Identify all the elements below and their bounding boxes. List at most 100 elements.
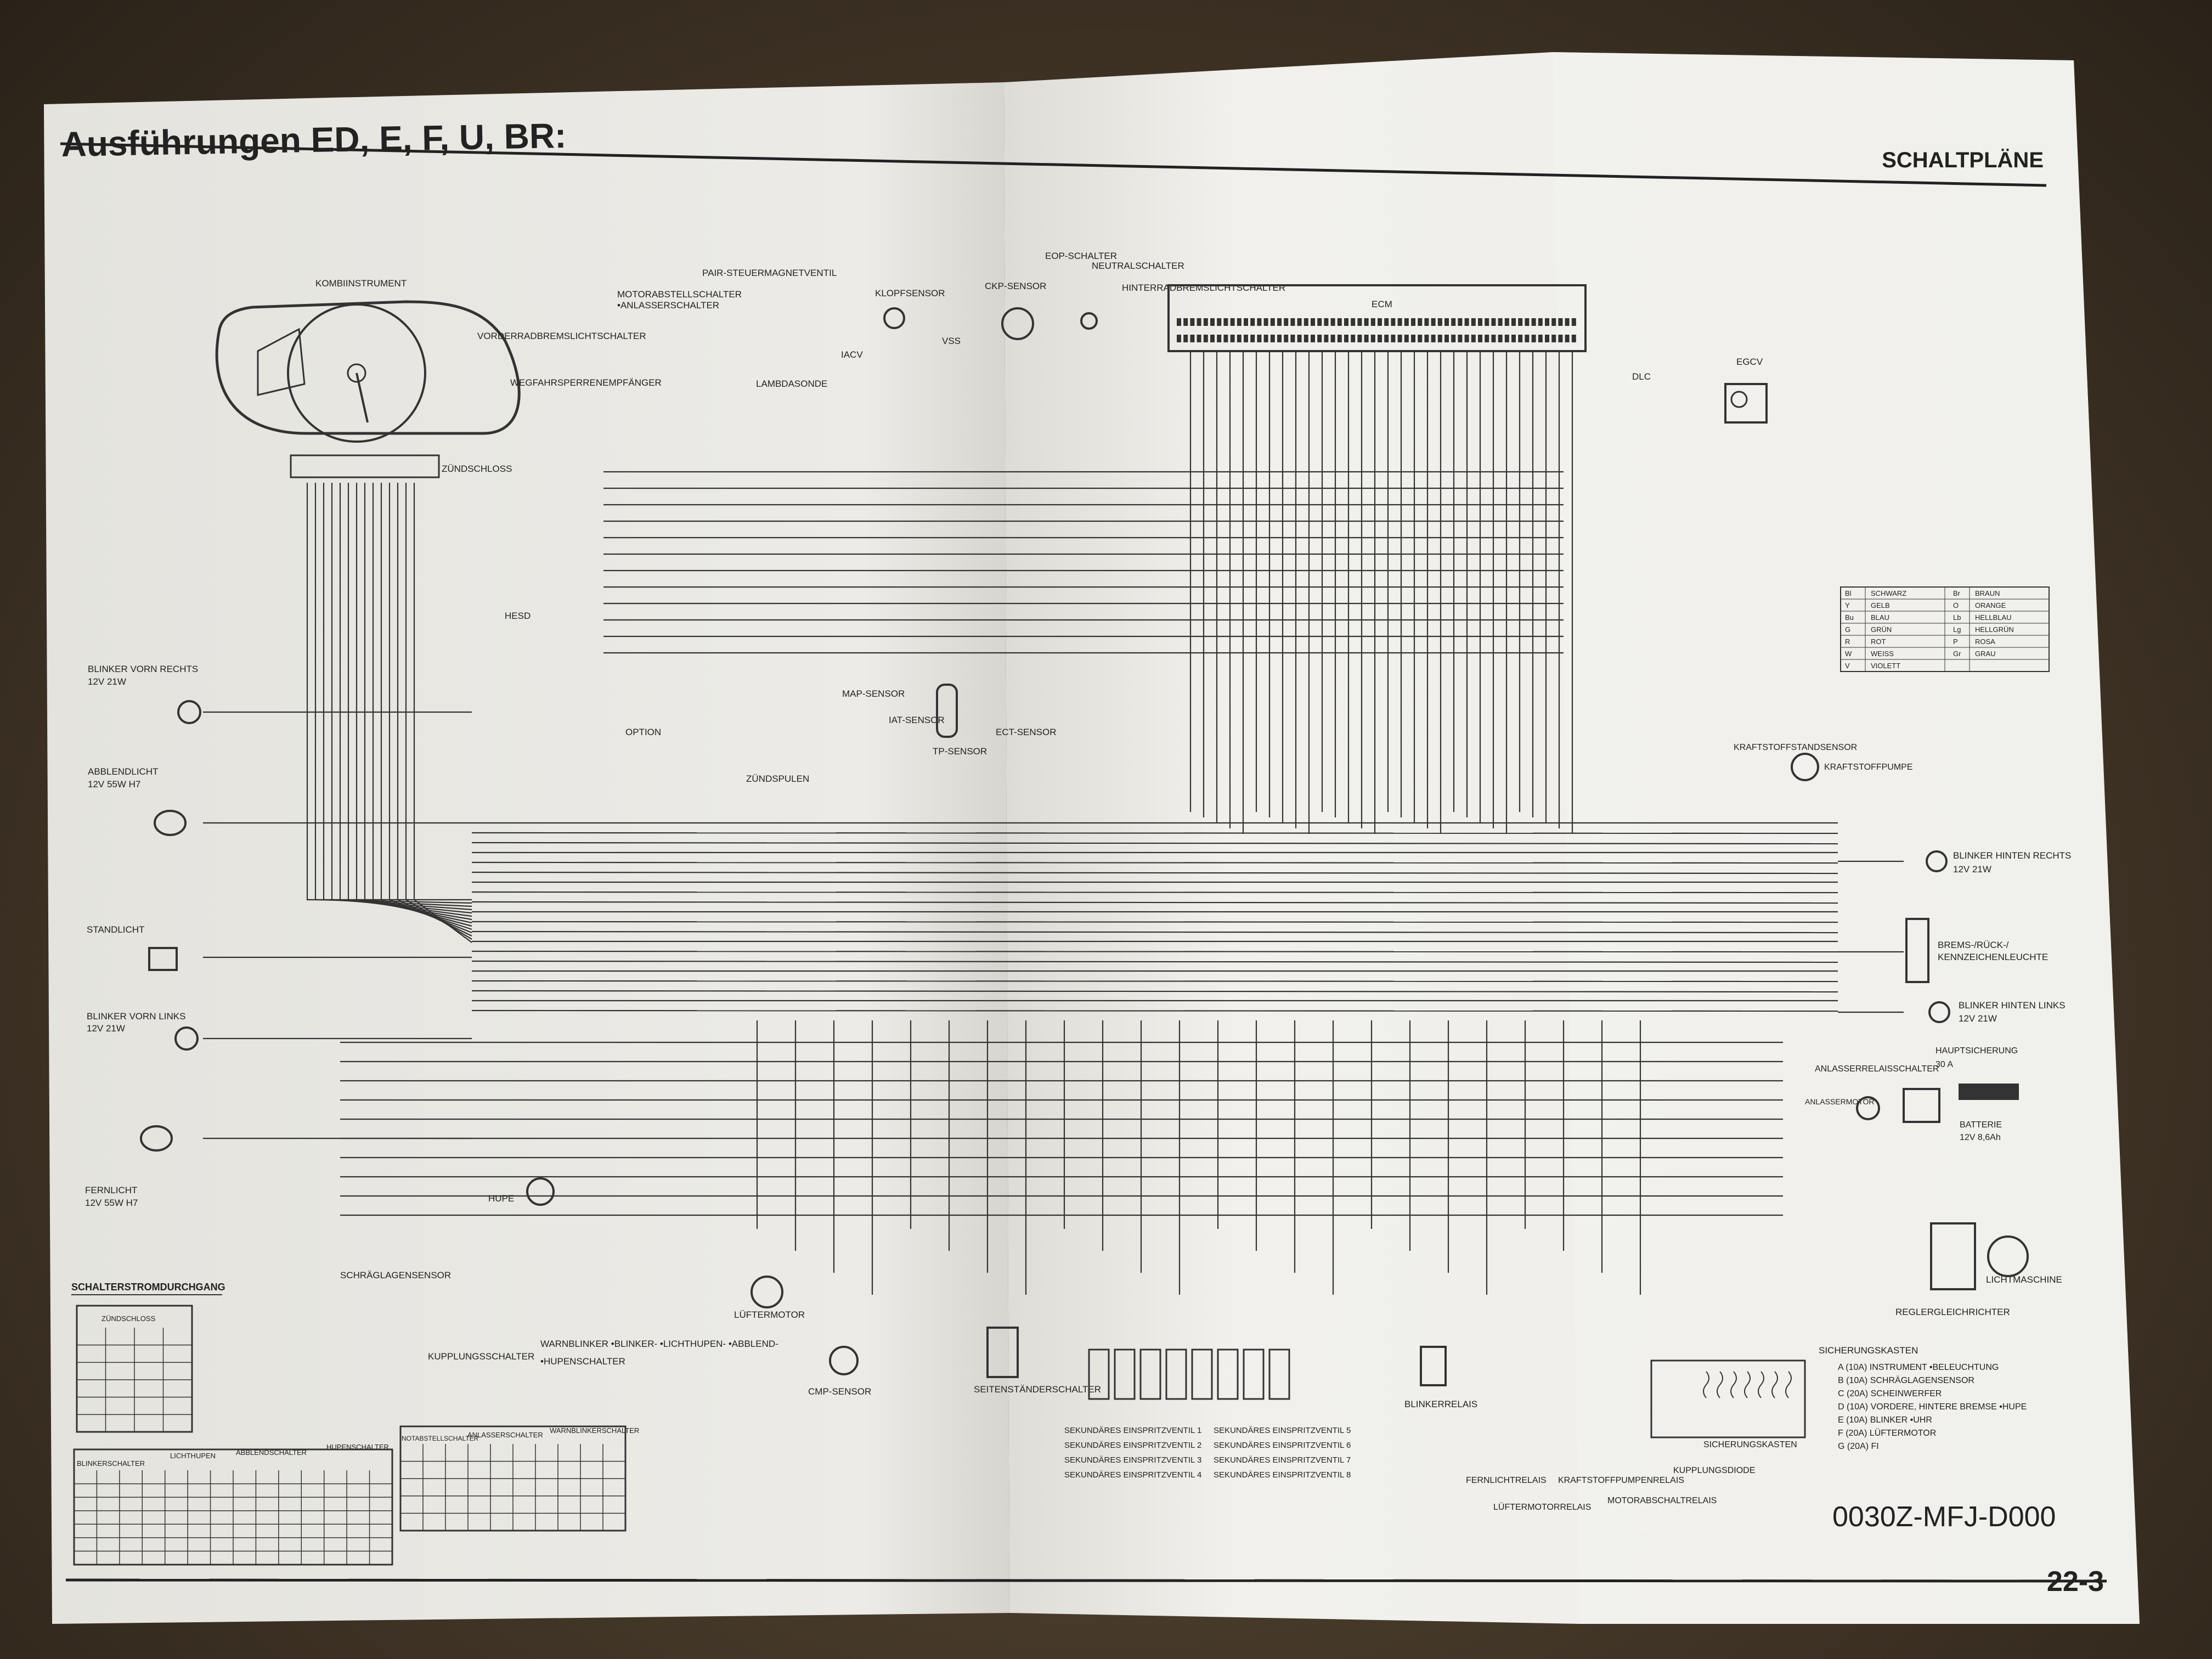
ecm-pin: [1324, 335, 1329, 342]
label-egcv: EGCV: [1736, 357, 1763, 367]
label-luefter: LÜFTERMOTOR: [734, 1310, 805, 1320]
switch-continuity: SCHALTERSTROMDURCHGANG ZÜNDSCHLOSS BLINK…: [71, 1282, 639, 1566]
label-anlasserschalter: •ANLASSERSCHALTER: [617, 300, 719, 311]
paper-fold-panel: [1553, 52, 2140, 1624]
ckp-symbol: [1001, 307, 1034, 340]
ecm-pin: [1297, 318, 1302, 326]
label-anlasserrelais: ANLASSERRELAISSCHALTER: [1815, 1064, 1939, 1074]
ecm-pin: [1210, 335, 1215, 342]
legend-cell: Br: [1953, 589, 1961, 597]
ecm-pin: [1565, 335, 1570, 342]
lamp-blinker-vorn-rechts: BLINKER VORN RECHTS 12V 21W: [88, 664, 201, 724]
label-kraftstoffpumpenrelais: KRAFTSTOFFPUMPENRELAIS: [1558, 1476, 1684, 1485]
injector-box: [1114, 1348, 1136, 1400]
ecm-pin: [1257, 335, 1262, 342]
ecm-pin: [1190, 335, 1195, 342]
legend-cell: HELLBLAU: [1975, 613, 2011, 622]
wire-v-left: [364, 483, 472, 924]
label-hauptsicherung-value: 30 A: [1936, 1060, 1953, 1069]
fuse-entry: F (20A) LÜFTERMOTOR: [1838, 1428, 1936, 1438]
ecm-pin: [1525, 335, 1530, 342]
label-vorderradbremslichtschalter: VORDERRADBREMSLICHTSCHALTER: [477, 331, 646, 341]
egcv-symbol: [1724, 383, 1768, 424]
ecm-pin: [1237, 335, 1242, 342]
injector-label-left: SEKUNDÄRES EINSPRITZVENTIL 3: [1064, 1455, 1201, 1465]
ecm-pin: [1384, 335, 1389, 342]
egcv-motor: [1730, 391, 1748, 408]
ecm-pin: [1504, 318, 1509, 326]
label-bvr-v: 12V 21W: [88, 676, 126, 687]
label-dlc: DLC: [1632, 371, 1651, 382]
ecm-pin: [1558, 335, 1563, 342]
ecm-pin: [1384, 318, 1389, 326]
lamp-abblendlicht: ABBLENDLICHT 12V 55W H7: [88, 766, 187, 836]
ecm-pin: [1538, 318, 1543, 326]
legend-cell: BRAUN: [1975, 589, 2000, 597]
ecm-pin: [1444, 318, 1449, 326]
wire-v-left: [356, 483, 472, 921]
ecm-pin: [1317, 318, 1322, 326]
label-zuendschloss: ZÜNDSCHLOSS: [442, 464, 512, 474]
legend-cell: Y: [1845, 601, 1850, 610]
label-kraftstoffpumpe: KRAFTSTOFFPUMPE: [1824, 763, 1913, 772]
wire-v-left: [339, 483, 472, 914]
ecm-pin: [1558, 318, 1563, 326]
label-kraftstoffstand: KRAFTSTOFFSTANDSENSOR: [1734, 743, 1857, 752]
ecm-pin: [1370, 335, 1375, 342]
ecm-pin: [1464, 318, 1469, 326]
ecm-pin: [1458, 318, 1463, 326]
ecm-pin: [1485, 318, 1489, 326]
label-vss: VSS: [942, 336, 961, 346]
legend-cell: WEISS: [1871, 650, 1894, 658]
injector-box: [1217, 1348, 1239, 1400]
ecm-pin: [1344, 335, 1348, 342]
fuse-entry: A (10A) INSTRUMENT •BELEUCHTUNG: [1838, 1363, 1999, 1372]
ecm-pin: [1250, 318, 1255, 326]
ecm-pin: [1418, 335, 1423, 342]
title-lichthupe: LICHTHUPEN: [170, 1452, 216, 1460]
label-schraeglage: SCHRÄGLAGENSENSOR: [340, 1270, 451, 1280]
header-rule: [60, 142, 2047, 187]
legend-cell: Lg: [1953, 625, 1961, 634]
ecm-pin: [1411, 318, 1415, 326]
table-zuendschloss-grid: [77, 1328, 192, 1432]
injector-label-left: SEKUNDÄRES EINSPRITZVENTIL 4: [1064, 1470, 1201, 1480]
ecm-pin: [1437, 335, 1442, 342]
label-warnblinker: WARNBLINKER •BLINKER- •LICHTHUPEN- •ABBL…: [540, 1339, 778, 1349]
ecm-pin: [1538, 335, 1543, 342]
legend-cell: GRAU: [1975, 650, 1996, 658]
ecm-pin: [1203, 318, 1208, 326]
ecm-pin: [1250, 335, 1255, 342]
legend-cell: HELLGRÜN: [1975, 625, 2014, 634]
ecm-pin: [1565, 318, 1570, 326]
label-sicherungskasten-2: SICHERUNGSKASTEN: [1703, 1440, 1797, 1449]
wire-trunk: [471, 990, 1838, 993]
doc-code: 0030Z-MFJ-D000: [1832, 1501, 2056, 1533]
ecm-pin: [1290, 318, 1295, 326]
ecm-pin: [1418, 318, 1423, 326]
lamp-blinker-hinten-rechts: BLINKER HINTEN RECHTS 12V 21W: [1926, 850, 2071, 874]
label-pair: PAIR-STEUERMAGNETVENTIL: [702, 268, 837, 278]
label-bvl: BLINKER VORN LINKS: [87, 1011, 185, 1022]
label-bvr: BLINKER VORN RECHTS: [88, 664, 198, 674]
label-kombiinstrument: KOMBIINSTRUMENT: [315, 278, 407, 289]
ecm-connector: [1167, 284, 1587, 352]
wire-trunk: [471, 901, 1838, 904]
legend-cell: G: [1845, 625, 1850, 634]
legend-cell: Bl: [1845, 589, 1852, 597]
ecm-pin: [1263, 335, 1268, 342]
ecm-pin: [1431, 335, 1436, 342]
legend-cell: BLAU: [1871, 613, 1889, 622]
fuse-symbol: [1758, 1371, 1764, 1398]
table-blinker-grid: [74, 1470, 392, 1565]
ecm-pin: [1451, 335, 1456, 342]
label-zuendspulen: ZÜNDSPULEN: [746, 774, 809, 784]
ecm-pin: [1244, 335, 1248, 342]
label-klopfsensor: KLOPFSENSOR: [875, 288, 945, 298]
ecm-pin: [1391, 335, 1396, 342]
label-bvl-v: 12V 21W: [87, 1023, 125, 1034]
label-bhr: BLINKER HINTEN RECHTS: [1953, 850, 2071, 861]
